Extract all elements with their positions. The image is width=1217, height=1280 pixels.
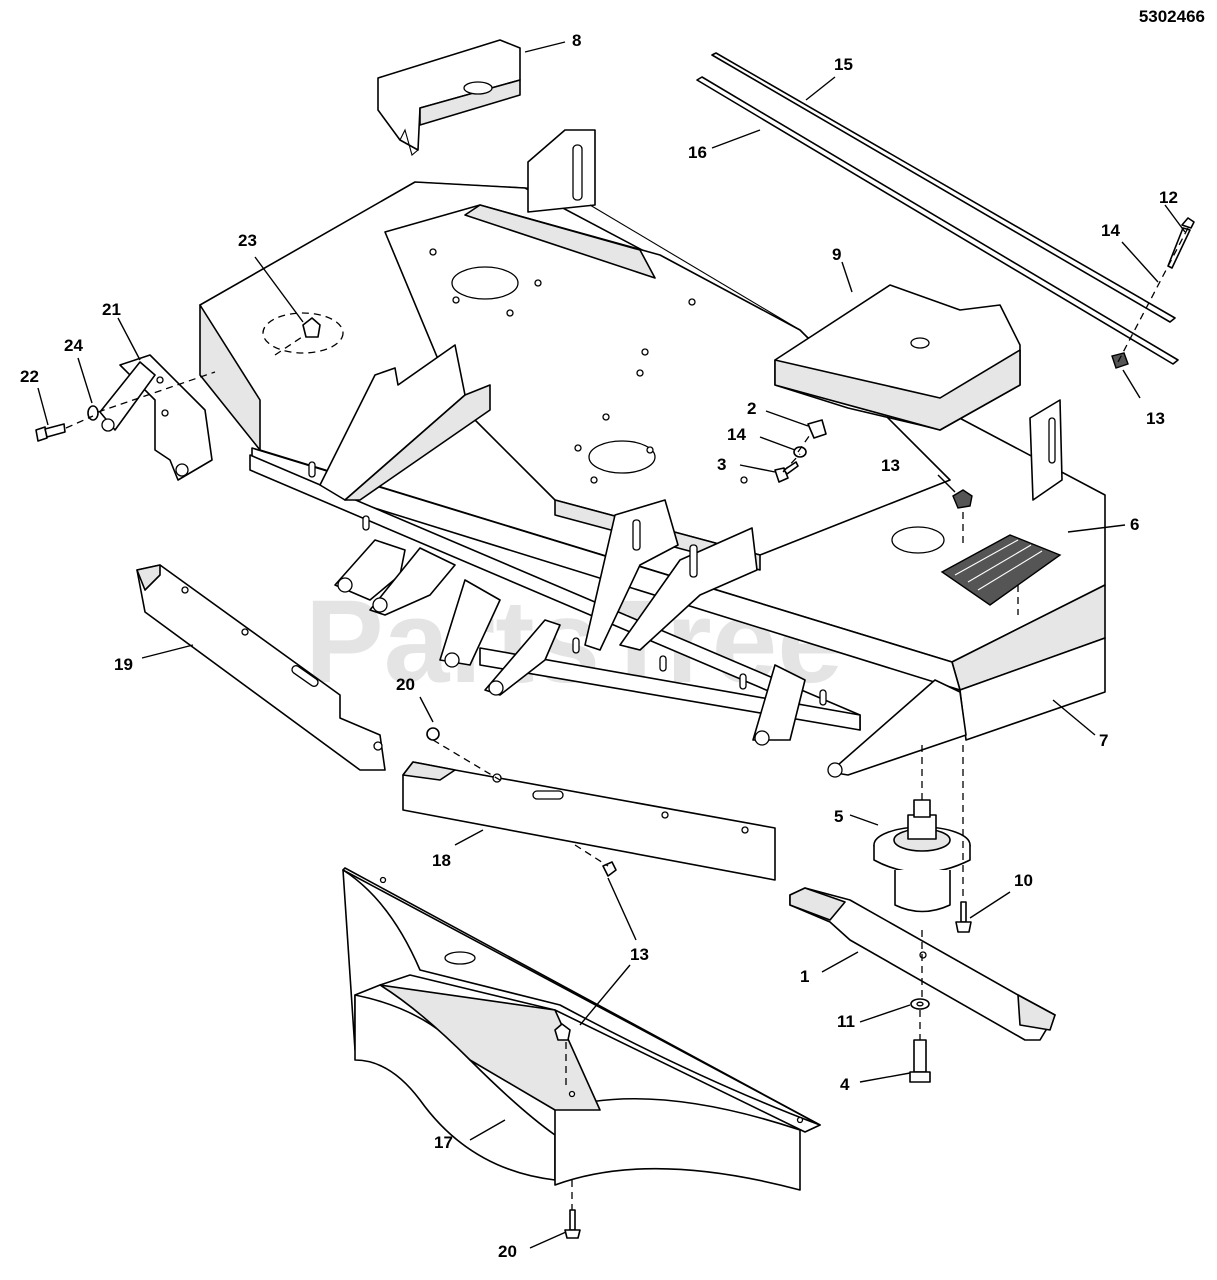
callout-19: 19	[114, 655, 133, 674]
part-23-nut[interactable]	[302, 317, 321, 338]
callout-14-mid: 14	[727, 425, 746, 444]
rear-mount-flange[interactable]	[527, 129, 596, 213]
part-8-bracket[interactable]	[377, 39, 521, 156]
part-10-screw[interactable]	[955, 901, 972, 933]
part-12-bolt[interactable]	[1167, 217, 1195, 269]
part-13-nut-d[interactable]	[554, 1023, 571, 1041]
callout-18: 18	[432, 851, 451, 870]
part-1-blade[interactable]	[789, 887, 1056, 1041]
part-6-step-pad[interactable]	[940, 534, 1062, 606]
callout-8: 8	[572, 31, 581, 50]
callout-9: 9	[832, 245, 841, 264]
callout-10: 10	[1014, 871, 1033, 890]
callout-4: 4	[840, 1075, 850, 1094]
callout-14-top: 14	[1101, 221, 1120, 240]
part-14-washer[interactable]	[793, 446, 807, 458]
callout-21: 21	[102, 300, 121, 319]
part-13-nut-c[interactable]	[602, 861, 617, 877]
front-hitch-brackets[interactable]	[319, 344, 806, 746]
callout-15: 15	[834, 55, 853, 74]
callout-11: 11	[837, 1012, 855, 1031]
part-22-bolt[interactable]	[35, 423, 66, 442]
part-16-bar[interactable]	[696, 76, 1179, 365]
callout-13-right: 13	[1146, 409, 1165, 428]
callout-20-top: 20	[396, 675, 415, 694]
part-18-baffle[interactable]	[402, 761, 776, 881]
document-id: 5302466	[1138, 7, 1205, 26]
part-13-nut-a[interactable]	[1111, 352, 1129, 369]
callout-6: 6	[1130, 515, 1139, 534]
part-19-baffle[interactable]	[136, 564, 386, 771]
callout-17: 17	[434, 1133, 453, 1152]
callout-3: 3	[717, 455, 726, 474]
callout-7: 7	[1099, 731, 1108, 750]
callout-16: 16	[688, 143, 707, 162]
part-9-belt-shield[interactable]	[774, 284, 1021, 431]
part-5-spindle[interactable]	[873, 799, 971, 913]
part-20-plug-a[interactable]	[426, 727, 440, 741]
part-20-screw-b[interactable]	[564, 1209, 581, 1239]
part-4-bolt[interactable]	[909, 1039, 931, 1083]
callout-13-lower: 13	[630, 945, 649, 964]
part-13-nut-b[interactable]	[952, 489, 973, 509]
callout-13-mid: 13	[881, 456, 900, 475]
callout-24: 24	[64, 336, 83, 355]
part-3-bolt[interactable]	[774, 461, 799, 483]
callout-23: 23	[238, 231, 257, 250]
part-15-bar[interactable]	[711, 52, 1176, 323]
callout-1: 1	[800, 967, 809, 986]
callout-5: 5	[834, 807, 843, 826]
part-17-mulch-baffle[interactable]	[342, 867, 821, 1191]
callout-22: 22	[20, 367, 39, 386]
callout-2: 2	[747, 399, 756, 418]
callout-20-bottom: 20	[498, 1242, 517, 1261]
part-2-clip[interactable]	[807, 419, 827, 439]
part-21-bracket[interactable]	[99, 354, 213, 481]
callout-12: 12	[1159, 188, 1178, 207]
